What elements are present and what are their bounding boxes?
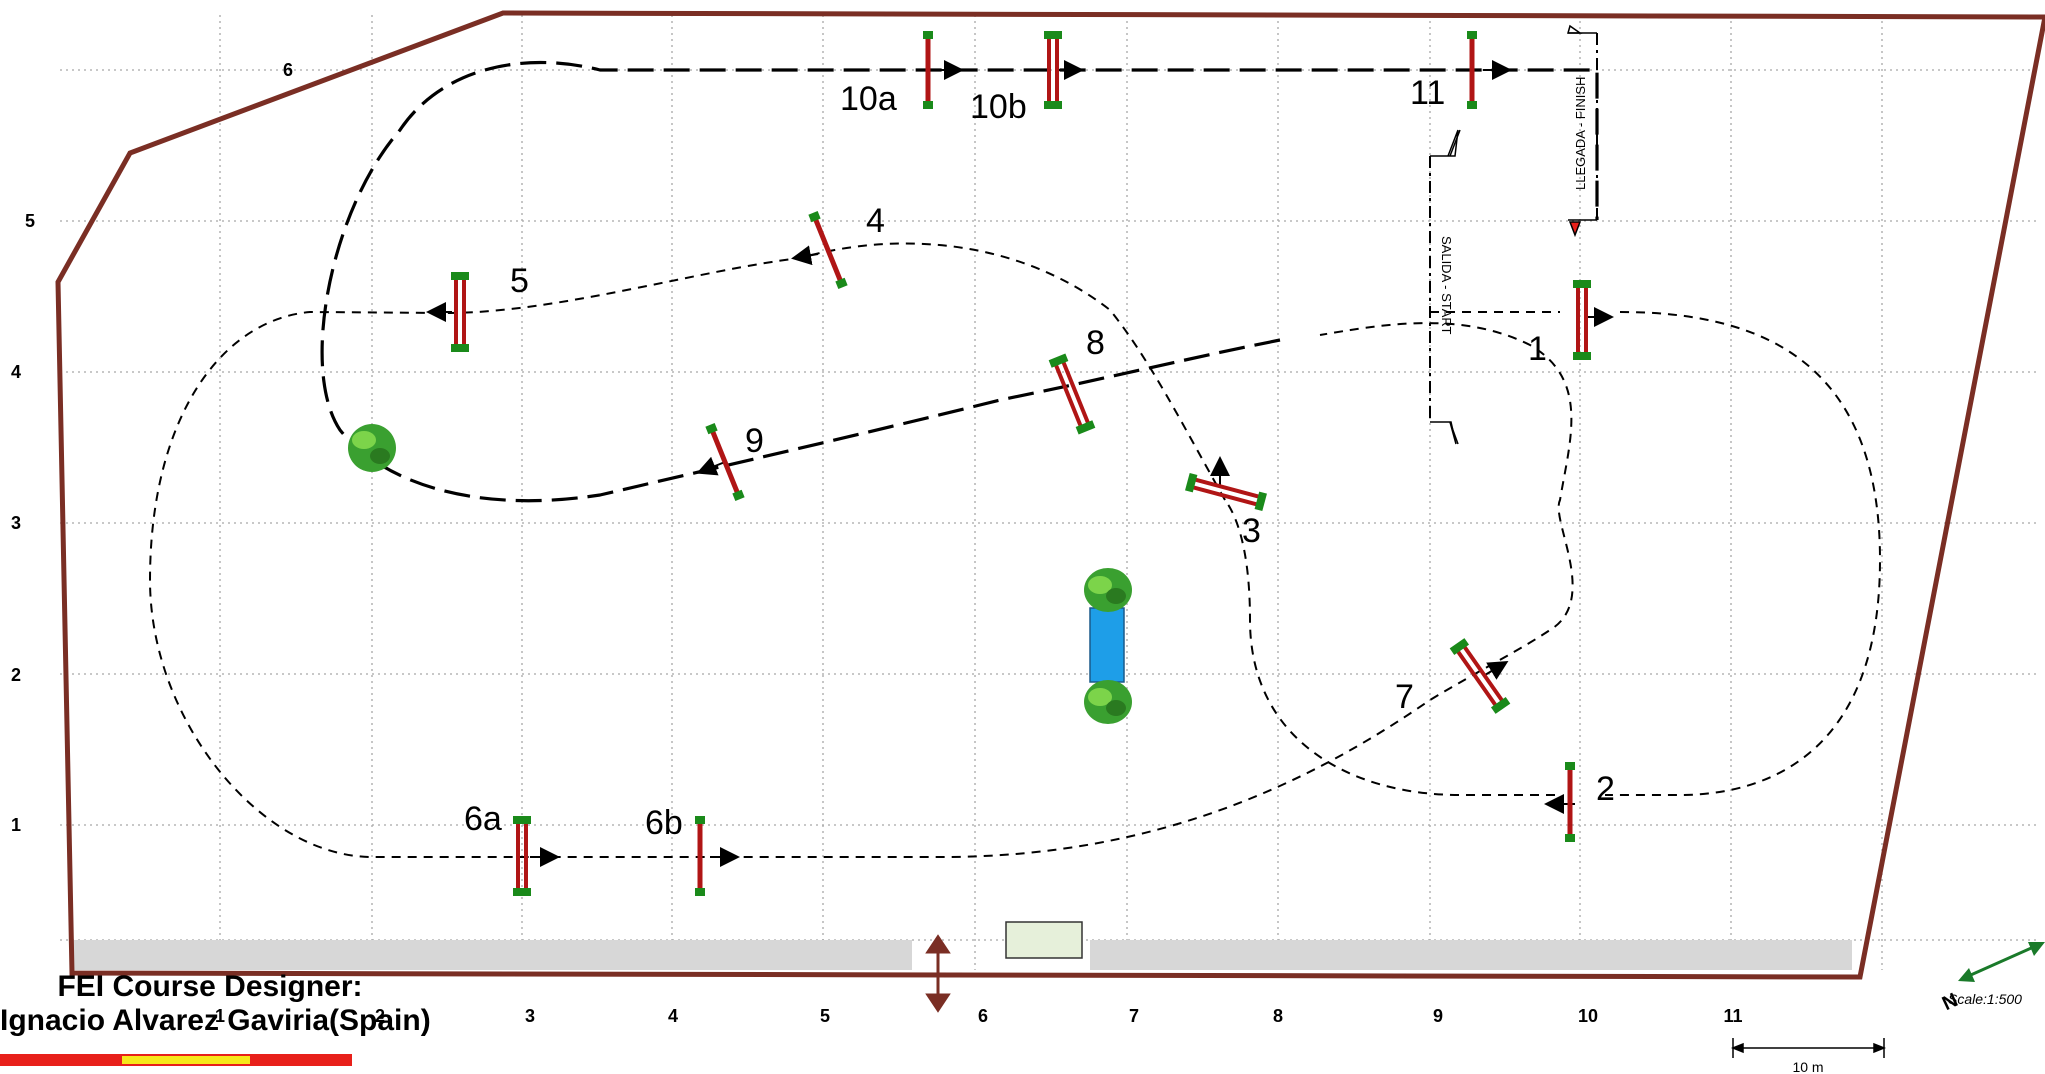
finish-flag-white [1567, 24, 1583, 34]
obstacle-11 [1467, 31, 1477, 109]
svg-text:10: 10 [1578, 1006, 1598, 1026]
course-track [148, 60, 1882, 858]
svg-text:3: 3 [525, 1006, 535, 1026]
entrance-arrow [925, 934, 951, 1013]
label-8: 8 [1086, 324, 1105, 362]
stand-right [1090, 940, 1852, 970]
designer-title: FEI Course Designer: [57, 970, 363, 1003]
stand-left [72, 940, 912, 970]
obstacle-4 [808, 211, 848, 289]
designer-name: Ignacio Alvarez Gaviria(Spain) [0, 1004, 431, 1037]
north-arrow-icon [1958, 942, 2045, 982]
y-axis-labels: 1 2 3 4 5 6 [11, 60, 293, 835]
label-10a: 10a [840, 80, 897, 118]
direction-arrows [426, 60, 1614, 867]
label-10b: 10b [970, 88, 1027, 126]
flag-spain [0, 1054, 352, 1066]
obstacle-2 [1565, 762, 1575, 842]
obstacle-6b [695, 816, 705, 896]
judges-box [1005, 921, 1083, 959]
label-6a: 6a [464, 800, 502, 838]
scale-bar [1730, 1038, 1887, 1058]
finish-flag-red [1568, 219, 1597, 238]
designer-credit: FEI Course Designer: Ignacio Alvarez Gav… [0, 970, 431, 1038]
obstacle-8 [1048, 353, 1096, 435]
arena-grid [60, 15, 2040, 970]
x-axis-labels: 1 2 3 4 5 6 7 8 9 10 11 [215, 1006, 1743, 1026]
label-2: 2 [1596, 770, 1615, 808]
svg-text:3: 3 [11, 513, 21, 533]
label-6b: 6b [645, 804, 683, 842]
label-4: 4 [866, 202, 885, 240]
svg-text:11: 11 [1723, 1006, 1742, 1026]
svg-text:9: 9 [1433, 1006, 1443, 1026]
start-flag-red [1430, 421, 1457, 445]
label-11: 11 [1410, 74, 1445, 112]
obstacle-1 [1573, 280, 1591, 360]
label-5: 5 [510, 262, 529, 300]
svg-text:4: 4 [668, 1006, 678, 1026]
scale-bar-label: 10 m [1792, 1059, 1823, 1074]
finish-label: LLEGADA - FINISH [1573, 77, 1588, 190]
bush-decoration [348, 424, 396, 472]
svg-text:1: 1 [215, 1006, 225, 1026]
label-1: 1 [1528, 330, 1547, 368]
svg-text:4: 4 [11, 362, 21, 382]
finish-line: LLEGADA - FINISH [1567, 24, 1598, 238]
svg-text:5: 5 [820, 1006, 830, 1026]
scale-label: Scale:1:500 [1948, 991, 2022, 1007]
water-obstacle [1084, 568, 1132, 724]
obstacle-5 [451, 272, 469, 352]
obstacle-10b [1044, 31, 1062, 109]
obstacle-6a [513, 816, 531, 896]
svg-text:1: 1 [11, 815, 21, 835]
svg-text:7: 7 [1129, 1006, 1139, 1026]
svg-text:6: 6 [283, 60, 293, 80]
start-flag-white [1430, 129, 1459, 157]
obstacle-9 [705, 423, 745, 501]
obstacle-7 [1449, 638, 1511, 714]
svg-text:2: 2 [375, 1006, 385, 1026]
obstacle-labels: 1 2 3 4 5 6a 6b 7 8 9 10a 10b 11 [464, 74, 1615, 842]
obstacles [451, 31, 1591, 896]
svg-text:6: 6 [978, 1006, 988, 1026]
label-3: 3 [1242, 512, 1261, 550]
obstacle-10a [923, 31, 933, 109]
svg-text:5: 5 [25, 211, 35, 231]
obstacle-3 [1185, 472, 1267, 512]
label-9: 9 [745, 422, 764, 460]
start-label: SALIDA - START [1439, 236, 1454, 335]
svg-text:8: 8 [1273, 1006, 1283, 1026]
svg-text:2: 2 [11, 665, 21, 685]
arena-fence [55, 10, 2045, 980]
start-line: SALIDA - START [1429, 129, 1461, 445]
label-7: 7 [1395, 678, 1414, 716]
